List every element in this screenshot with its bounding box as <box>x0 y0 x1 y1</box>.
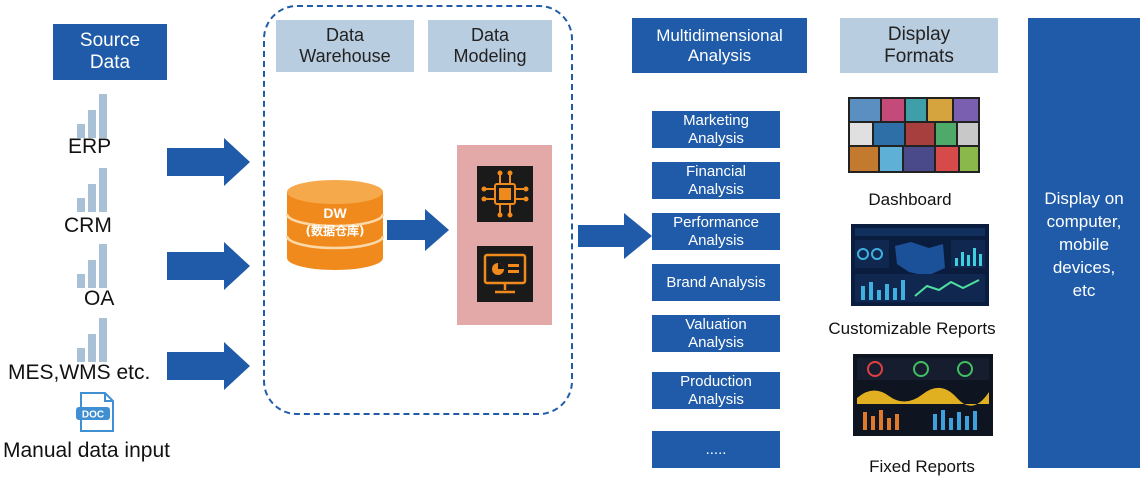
source-data-header: Source Data <box>53 24 167 80</box>
arrow-icon <box>578 213 652 259</box>
source-item-mes-wms: MES,WMS etc. <box>8 361 151 384</box>
signal-bars-icon <box>77 168 107 212</box>
source-item-oa: OA <box>84 287 115 310</box>
presentation-monitor-icon <box>477 246 533 302</box>
signal-bars-icon <box>77 244 107 288</box>
display-devices-text: Display on computer, mobile devices, etc <box>1044 189 1124 300</box>
analysis-item-production: Production Analysis <box>652 372 780 409</box>
fixed-report-thumbnail <box>853 354 993 436</box>
analysis-item-valuation: Valuation Analysis <box>652 315 780 352</box>
arrow-icon <box>387 209 449 251</box>
data-modeling-header: Data Modeling <box>428 20 552 72</box>
analysis-item-performance: Performance Analysis <box>652 213 780 250</box>
signal-bars-icon <box>77 94 107 138</box>
format-customizable-reports-label: Customizable Reports <box>828 319 996 338</box>
ai-chip-icon <box>477 166 533 222</box>
svg-text:DOC: DOC <box>82 410 104 421</box>
data-warehouse-header: Data Warehouse <box>276 20 414 72</box>
source-item-crm: CRM <box>64 214 112 237</box>
arrow-icon <box>167 342 250 390</box>
document-icon: DOC <box>75 392 119 432</box>
signal-bars-icon <box>77 318 107 362</box>
arrow-icon <box>167 242 250 290</box>
analysis-item-financial: Financial Analysis <box>652 162 780 199</box>
warehouse-group-frame <box>263 5 573 415</box>
display-formats-header: Display Formats <box>840 18 998 73</box>
dashboard-thumbnail <box>848 97 980 173</box>
database-cylinder-icon: DW (数据仓库) <box>285 180 385 270</box>
flow-arrows-left <box>167 138 250 390</box>
analysis-item-more: ..... <box>652 431 780 468</box>
format-dashboard-label: Dashboard <box>868 190 952 209</box>
manual-data-input-label: Manual data input <box>3 439 170 462</box>
source-item-erp: ERP <box>68 135 112 158</box>
multidimensional-analysis-header: Multidimensional Analysis <box>632 18 807 73</box>
analysis-item-marketing: Marketing Analysis <box>652 111 780 148</box>
display-devices-panel <box>1028 18 1140 468</box>
svg-text:DW: DW <box>323 205 347 221</box>
customizable-report-thumbnail <box>851 224 989 306</box>
analysis-item-brand: Brand Analysis <box>652 264 780 301</box>
arrow-icon <box>167 138 250 186</box>
svg-text:(数据仓库): (数据仓库) <box>306 223 365 238</box>
format-fixed-reports-label: Fixed Reports <box>869 457 975 476</box>
